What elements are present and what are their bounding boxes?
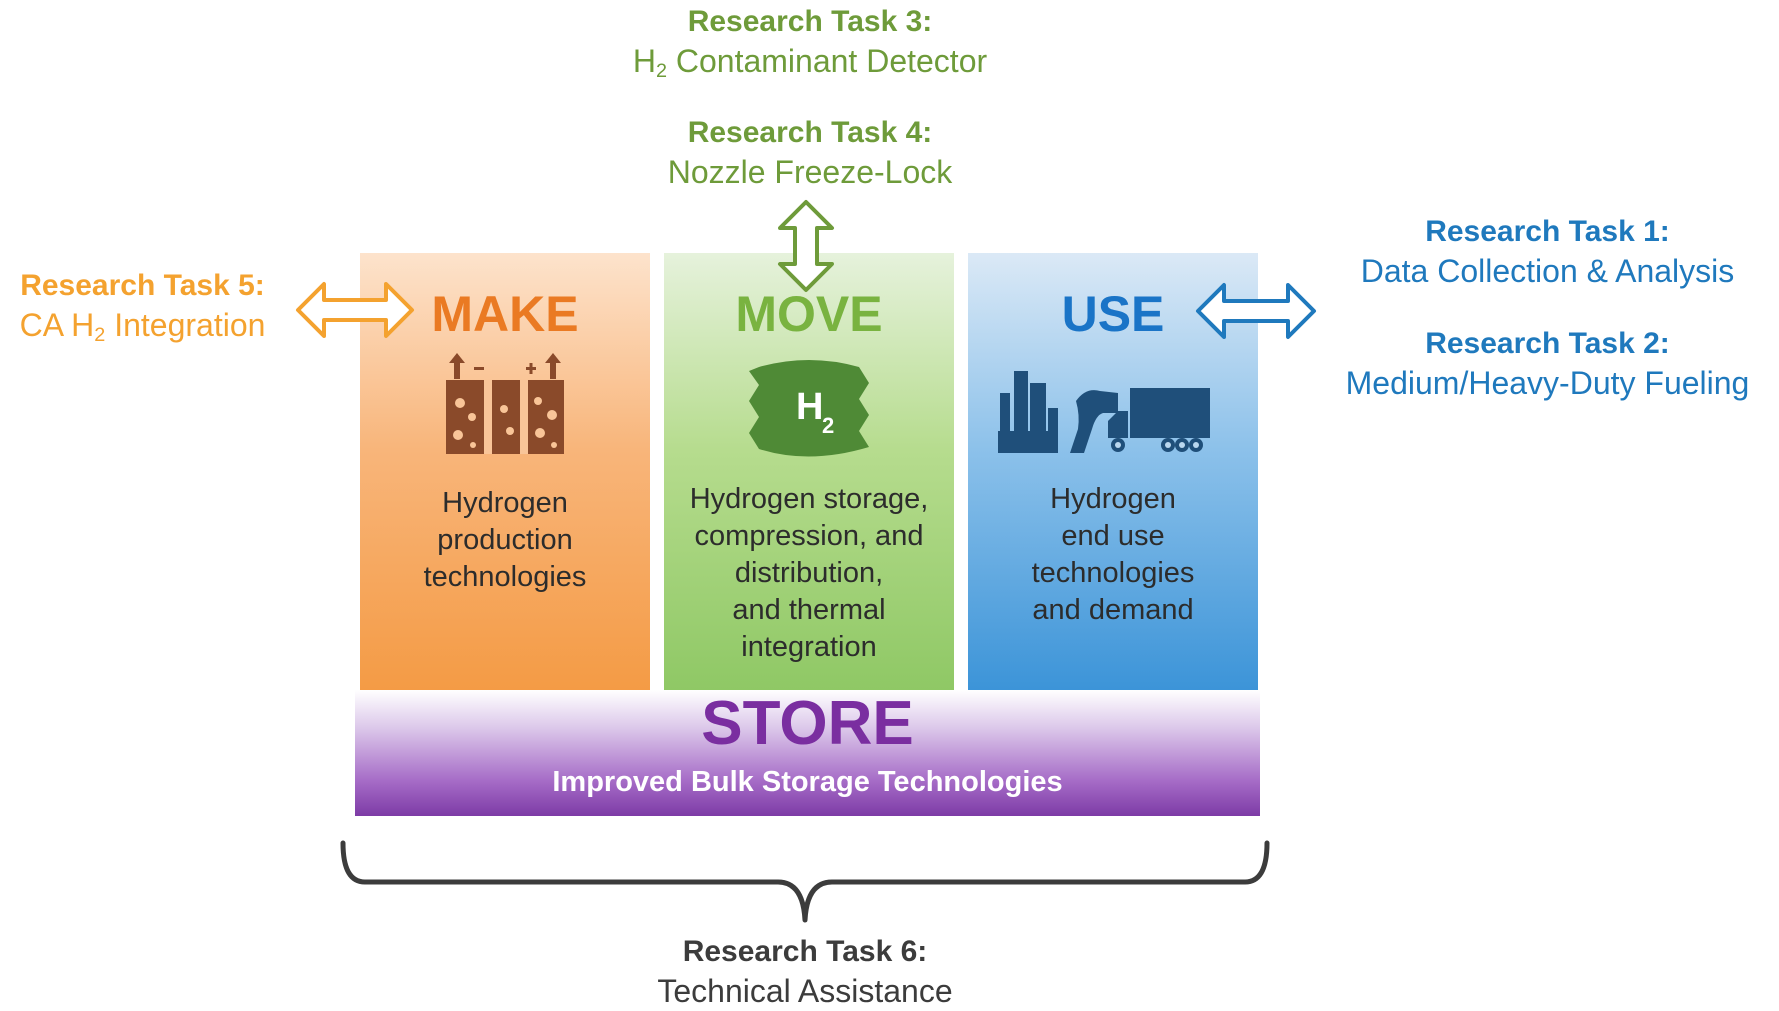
- make-description: Hydrogen production technologies: [423, 487, 587, 594]
- use-description: Hydrogen end use technologies and demand: [1031, 483, 1195, 627]
- task2-label: Research Task 2: Medium/Heavy-Duty Fueli…: [1320, 325, 1775, 403]
- task3-title: Research Task 3:: [687, 5, 933, 38]
- task2-title: Research Task 2:: [1425, 327, 1670, 360]
- move-column: MOVE H 2 Hydrogen storage, compression, …: [664, 253, 954, 690]
- h2-tank-icon: H 2: [749, 360, 869, 457]
- industry-fuel-truck-icon: [998, 371, 1210, 453]
- h2-tank-label: H: [796, 386, 823, 428]
- move-double-arrow-icon: [778, 200, 834, 292]
- task1-label: Research Task 1: Data Collection & Analy…: [1320, 213, 1775, 291]
- task6-title: Research Task 6:: [682, 935, 928, 968]
- use-double-arrow-icon: [1196, 283, 1316, 339]
- move-heading: MOVE: [735, 286, 883, 342]
- task4-subtitle: Nozzle Freeze-Lock: [667, 153, 953, 190]
- task5-label: Research Task 5: CA H2 Integration: [0, 267, 285, 345]
- task1-subtitle: Data Collection & Analysis: [1360, 252, 1735, 289]
- task2-subtitle: Medium/Heavy-Duty Fueling: [1345, 364, 1750, 401]
- task3-subtitle: H2 Contaminant Detector: [632, 42, 988, 82]
- task5-subtitle: CA H2 Integration: [19, 306, 266, 346]
- use-heading: USE: [1061, 286, 1165, 342]
- h2-tank-subscript: 2: [822, 413, 834, 438]
- task4-title: Research Task 4:: [687, 116, 933, 149]
- task1-title: Research Task 1:: [1425, 215, 1670, 248]
- task6-subtitle: Technical Assistance: [657, 972, 953, 1009]
- move-description: Hydrogen storage, compression, and distr…: [689, 483, 929, 664]
- bracket-brace-icon: [340, 840, 1270, 923]
- task3-label: Research Task 3: H2 Contaminant Detector: [560, 3, 1060, 81]
- electrolyzer-icon: [446, 353, 564, 454]
- store-title: STORE: [701, 689, 914, 758]
- make-column: MAKE Hydrogen production technologies: [360, 253, 650, 690]
- make-double-arrow-icon: [296, 282, 414, 338]
- store-subtitle: Improved Bulk Storage Technologies: [552, 766, 1063, 798]
- store-bar: STORE Improved Bulk Storage Technologies: [355, 689, 1260, 816]
- make-heading: MAKE: [431, 286, 579, 342]
- task6-label: Research Task 6: Technical Assistance: [555, 933, 1055, 1011]
- use-column: USE Hydrogen end use technologies and de…: [968, 253, 1258, 690]
- task5-title: Research Task 5:: [20, 269, 265, 302]
- task4-label: Research Task 4: Nozzle Freeze-Lock: [560, 114, 1060, 192]
